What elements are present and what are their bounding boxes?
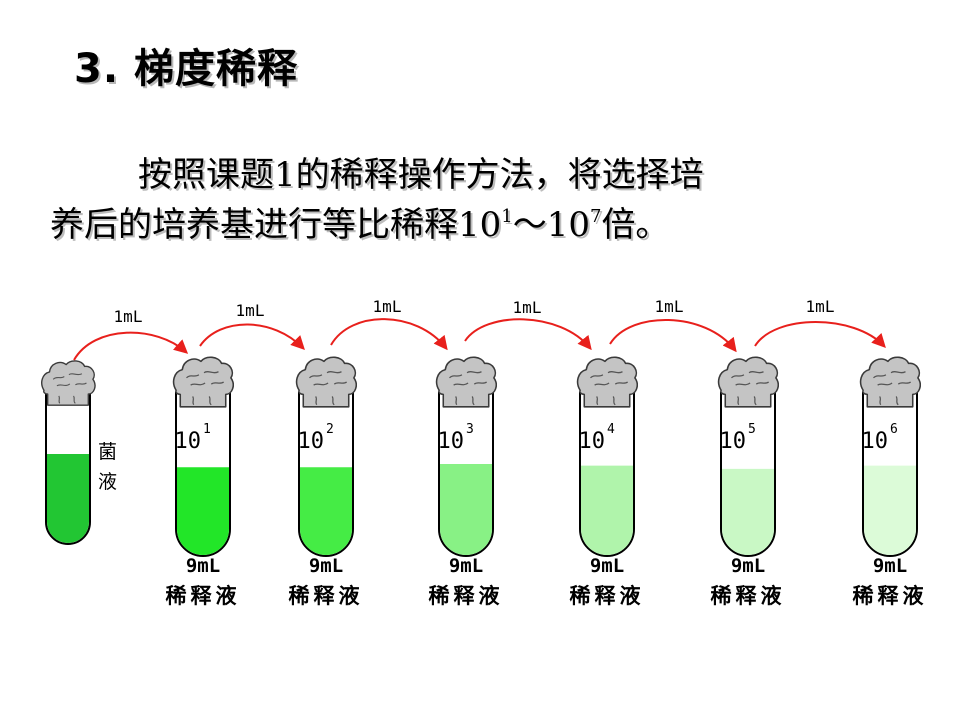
- arrow-curve-icon: [330, 318, 448, 351]
- tube-volume-label: 9mL: [873, 555, 907, 577]
- tube-dilution-base: 10: [298, 429, 325, 454]
- arrow-curve-icon: [609, 318, 737, 353]
- transfer-label: 1mL: [236, 301, 265, 320]
- cotton-plug-icon: [435, 356, 497, 408]
- tube-dilution-base: 10: [720, 429, 747, 454]
- tube-diluent-label: 稀释液: [570, 584, 645, 608]
- transfer-arrow: 1mL: [754, 297, 886, 349]
- transfer-arrow: 1mL: [199, 301, 305, 351]
- range-end-base: 10: [546, 205, 590, 245]
- tube-volume-label: 9mL: [731, 555, 765, 577]
- arrow-curve-icon: [464, 318, 592, 351]
- cotton-plug-icon: [859, 356, 921, 408]
- arrow-curve-icon: [199, 323, 305, 351]
- tube-volume-label: 9mL: [309, 555, 343, 577]
- tube-dilution-exp: 1: [203, 422, 211, 437]
- transfer-label: 1mL: [114, 307, 143, 326]
- range-suffix: 倍。: [601, 205, 670, 245]
- body-line-2: 养后的培养基进行等比稀释101～107倍。: [50, 200, 930, 250]
- cotton-plug-icon: [41, 360, 96, 406]
- tube-dilution-exp: 5: [748, 422, 756, 437]
- range-separator: ～: [512, 205, 547, 245]
- arrow-curve-icon: [73, 331, 189, 361]
- slide-title: 3. 梯度稀释: [74, 46, 298, 92]
- cotton-plug-icon: [576, 356, 638, 408]
- transfer-label: 1mL: [655, 297, 684, 316]
- tube-dilution-exp: 2: [326, 422, 334, 437]
- tube-dilution-base: 10: [438, 429, 465, 454]
- cotton-plug-icon: [295, 356, 357, 408]
- transfer-arrow: 1mL: [609, 297, 737, 353]
- transfer-arrow: 1mL: [464, 298, 592, 351]
- source-tube: 菌 液: [41, 360, 117, 545]
- tube-liquid: [300, 467, 352, 555]
- tube-volume-label: 9mL: [449, 555, 483, 577]
- tube-dilution-base: 10: [579, 429, 606, 454]
- transfer-arrow: 1mL: [73, 307, 189, 361]
- tube-dilution-exp: 4: [607, 422, 615, 437]
- tube-dilution-exp: 3: [466, 422, 474, 437]
- tube-liquid: [722, 468, 774, 555]
- range-end-exp: 7: [589, 206, 602, 227]
- range-start-exp: 1: [501, 206, 513, 227]
- transfer-label: 1mL: [373, 297, 402, 316]
- tube-diluent-label: 稀释液: [711, 584, 786, 608]
- transfer-label: 1mL: [806, 297, 835, 316]
- range-start-base: 10: [458, 205, 502, 245]
- tube-diluent-label: 稀释液: [289, 584, 364, 608]
- source-label-2: 液: [98, 471, 117, 493]
- tube-liquid: [864, 465, 916, 555]
- tube-diluent-label: 稀释液: [166, 584, 241, 608]
- tube-diluent-label: 稀释液: [429, 584, 504, 608]
- tube-liquid: [177, 467, 229, 555]
- tube-volume-label: 9mL: [186, 555, 220, 577]
- source-liquid: [47, 454, 89, 543]
- tube-diluent-label: 稀释液: [853, 584, 928, 608]
- tube-volume-label: 9mL: [590, 555, 624, 577]
- tube-dilution-base: 10: [175, 429, 202, 454]
- tube-liquid: [581, 465, 633, 555]
- slide-body: 按照课题1的稀释操作方法，将选择培 养后的培养基进行等比稀释101～107倍。: [50, 150, 930, 250]
- body-line-1: 按照课题1的稀释操作方法，将选择培: [138, 155, 704, 195]
- cotton-plug-icon: [172, 356, 234, 408]
- body-line-2-text: 养后的培养基进行等比稀释: [50, 205, 458, 245]
- tube-dilution-base: 10: [862, 429, 889, 454]
- tube-dilution-exp: 6: [890, 422, 898, 437]
- tube-liquid: [440, 464, 492, 555]
- source-label-1: 菌: [98, 441, 117, 463]
- transfer-arrow: 1mL: [330, 297, 448, 351]
- arrow-curve-icon: [754, 321, 886, 349]
- transfer-label: 1mL: [513, 298, 542, 317]
- cotton-plug-icon: [717, 356, 779, 408]
